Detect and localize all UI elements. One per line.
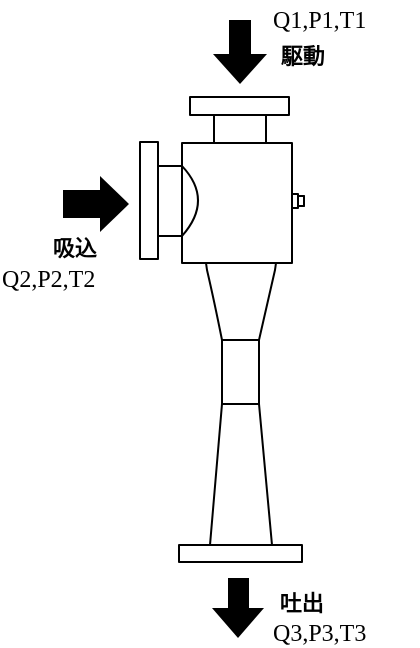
throat <box>221 339 260 405</box>
discharge-label: 吐出 <box>280 592 325 617</box>
converging-cone <box>205 262 277 341</box>
drive-arrow-icon <box>213 20 267 84</box>
suction-label: 吸込 <box>53 237 98 262</box>
top-flange <box>189 96 290 116</box>
top-neck <box>213 114 267 144</box>
discharge-values-label: Q3,P3,T3 <box>273 621 367 647</box>
diffuser-left <box>209 403 223 546</box>
side-flange <box>139 141 159 260</box>
gauge-port <box>291 193 299 209</box>
suction-arrow-icon <box>63 176 129 232</box>
bottom-flange <box>178 544 303 563</box>
diffuser-right <box>258 403 273 546</box>
side-nozzle-curve <box>181 165 199 237</box>
suction-values-label: Q2,P2,T2 <box>2 267 96 293</box>
drive-label: 駆動 <box>281 45 326 70</box>
drive-values-label: Q1,P1,T1 <box>273 8 367 34</box>
discharge-arrow-icon <box>212 578 264 638</box>
